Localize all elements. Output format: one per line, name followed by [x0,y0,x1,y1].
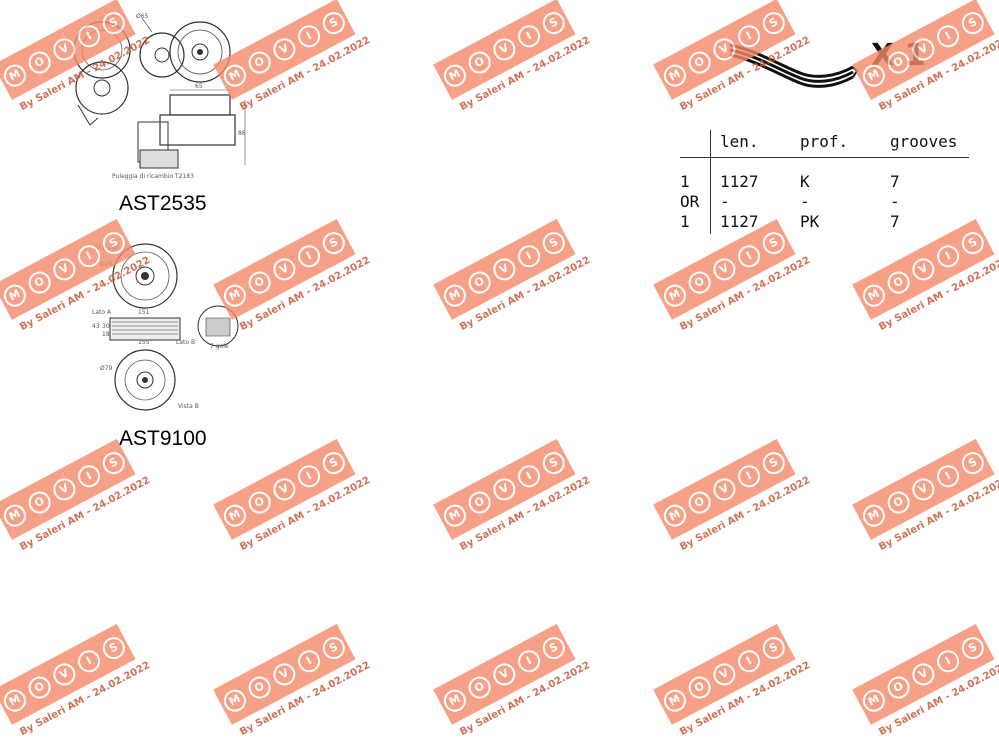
row3-prof: PK [800,212,820,231]
dim-top: 65 [195,83,203,90]
lato-b-label: Lato B [176,339,195,346]
row2-prof: - [800,192,810,211]
row1-grooves: 7 [890,172,900,191]
dim-width2: 155 [138,339,150,346]
header-len: len. [720,132,759,151]
bore-b: Ø79 [100,365,113,372]
vista-b-label: Vista B [178,403,199,410]
header-grooves: grooves [890,132,958,151]
part-code-ast9100: AST9100 [119,427,207,450]
lato-a-label: Lato A [92,309,112,316]
dim-side: 86 [238,130,246,137]
header-prof: prof. [800,132,849,151]
belt-drawing [729,43,859,88]
drawing-caption: Puleggia di ricambio T2183 [112,173,194,180]
vista-a-label: Vista A [96,245,118,252]
belt-spec-table: len. prof. grooves 1 1127 K 7 OR - - - 1… [680,130,970,240]
row3-len: 1127 [720,212,759,231]
row3-grooves: 7 [890,212,900,231]
row1-len: 1127 [720,172,759,191]
part-code-ast2535: AST2535 [119,192,207,215]
grooves-note: 7 gole [210,343,229,350]
diameter-note: Ø65 [136,13,149,20]
row2-len: - [720,192,730,211]
ast9100-drawing: Vista A Ø29 151 Lato A 43 30 18 Lato B 1… [92,243,239,411]
row1-prof: K [800,172,810,191]
dim-width: 151 [138,309,150,316]
dim-a: 43 [92,323,100,330]
row3-qty: 1 [680,212,690,231]
dim-c: 18 [102,331,110,338]
ast2535-drawing: Ø65 65 86 Puleggia di ricambio T2183 [73,13,246,180]
row2-qty: OR [680,192,700,211]
row2-grooves: - [890,192,900,211]
quantity-multiplier: X 1 [871,38,926,73]
row1-qty: 1 [680,172,690,191]
dim-b: 30 [102,323,110,330]
bore-a: Ø29 [100,261,113,268]
